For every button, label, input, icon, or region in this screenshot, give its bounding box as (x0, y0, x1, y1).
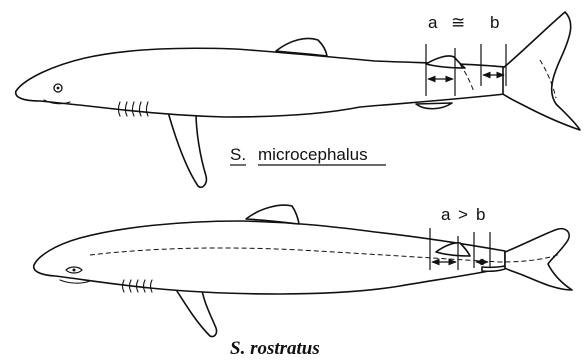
pupil-bottom (73, 269, 76, 272)
label-a-bottom: a (441, 205, 451, 224)
label-a-top: a (428, 13, 438, 32)
label-b-top: b (490, 13, 499, 32)
caption-top: S. microcephalus (230, 145, 386, 165)
pupil-top (57, 87, 60, 90)
caption-genus-top: S. (230, 145, 246, 164)
relation-top: ≅ (451, 13, 465, 32)
relation-bottom: > (458, 205, 468, 224)
caption-species-top: microcephalus (258, 145, 368, 164)
caption-bottom: S. rostratus (230, 338, 320, 359)
pectoral-fin-top (168, 112, 206, 187)
pelvic-fin-top (416, 103, 452, 109)
label-b-bottom: b (476, 205, 485, 224)
shark-body-bottom (34, 221, 505, 294)
pectoral-fin-bottom (175, 288, 217, 337)
caudal-fin-top (503, 12, 580, 130)
shark-rostratus: a > b (34, 205, 572, 337)
